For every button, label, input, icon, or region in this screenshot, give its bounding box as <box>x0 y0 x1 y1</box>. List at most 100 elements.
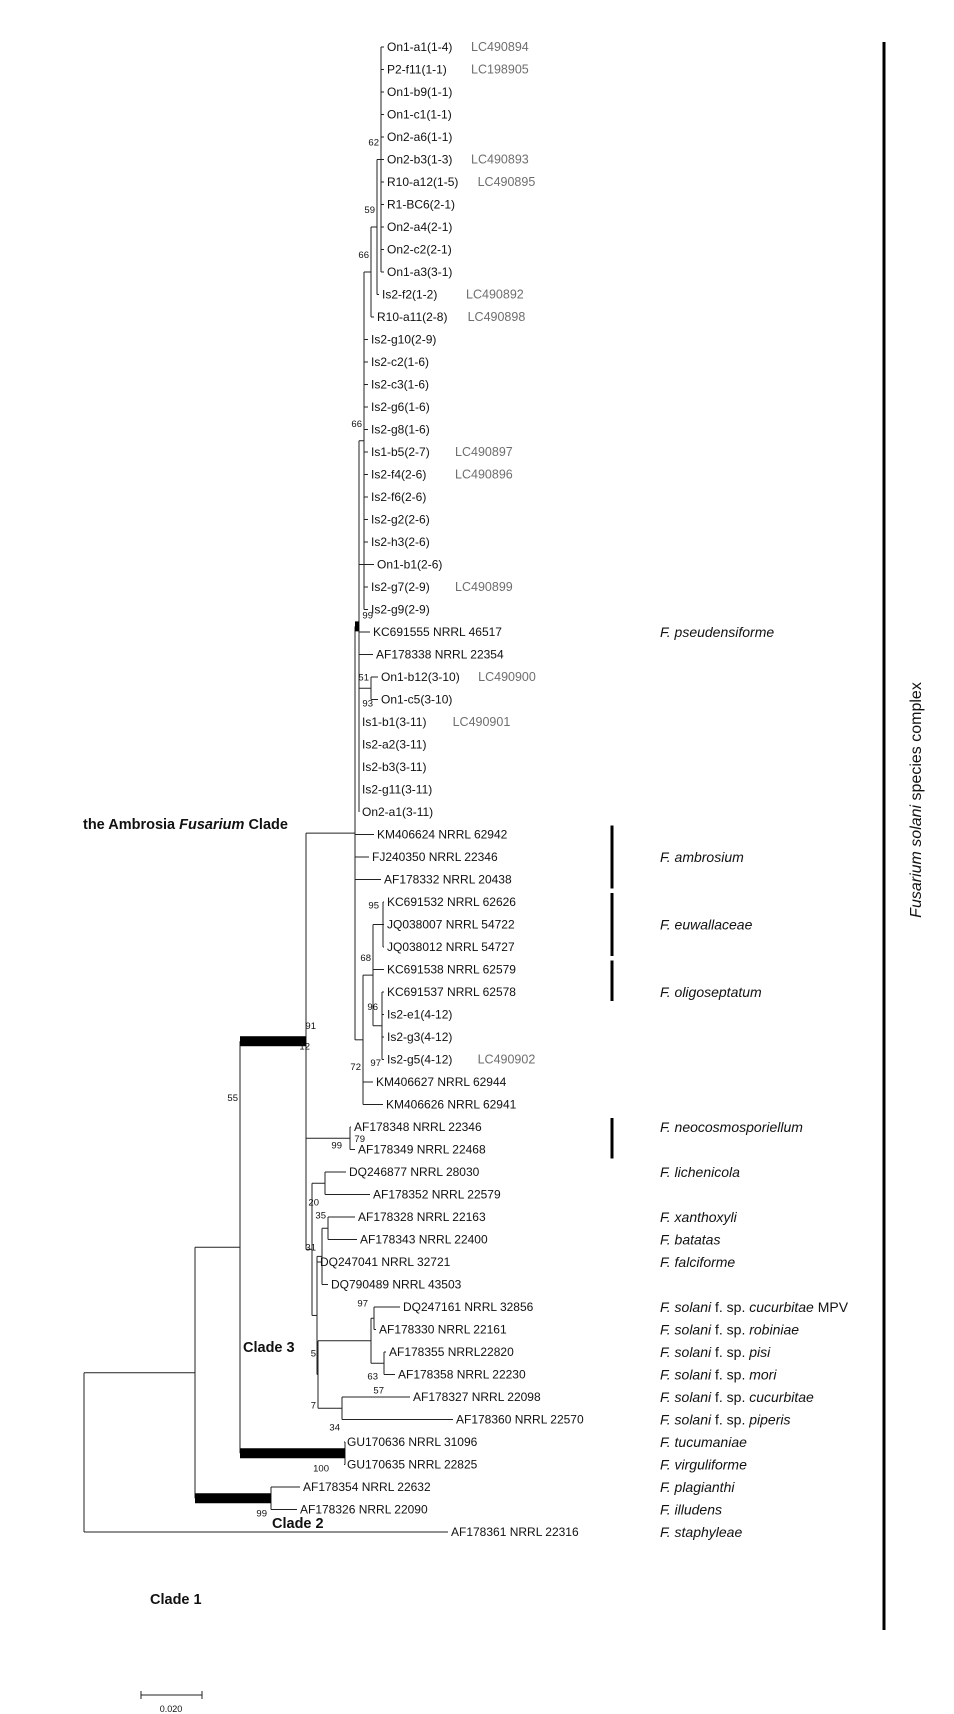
bootstrap-value: 99 <box>331 1140 342 1151</box>
bootstrap-values: 6259666651939995966897727912919920353159… <box>227 138 384 1520</box>
species-name: F. solani f. sp. pisi <box>660 1344 771 1360</box>
clade-branch <box>240 1448 345 1459</box>
species-note: MPV <box>814 1299 849 1315</box>
tip-label: Is2-e1(4-12) <box>387 1008 452 1022</box>
tip-label: DQ247041 NRRL 32721 <box>320 1255 451 1269</box>
species-name: F. solani f. sp. robiniae <box>660 1322 799 1338</box>
tip-label: Is2-g6(1-6) <box>371 400 430 414</box>
clade-branch <box>240 1036 306 1047</box>
tip-label: On1-a1(1-4) <box>387 40 452 54</box>
species-binomial: F. ambrosium <box>660 849 744 865</box>
tip-label: AF178330 NRRL 22161 <box>379 1323 507 1337</box>
tip-label: AF178361 NRRL 22316 <box>451 1525 579 1539</box>
tip-label: AF178349 NRRL 22468 <box>358 1143 486 1157</box>
species-name: F. solani f. sp. piperis <box>660 1412 790 1428</box>
tip-label: Is1-b1(3-11) <box>362 715 426 729</box>
tip-label: AF178358 NRRL 22230 <box>398 1368 526 1382</box>
species-name: F. tucumaniae <box>660 1434 747 1450</box>
forma-specialis: piperis <box>748 1412 790 1428</box>
tip-label: AF178326 NRRL 22090 <box>300 1503 428 1517</box>
species-binomial: F. neocosmosporiellum <box>660 1119 803 1135</box>
tip-label: AF178360 NRRL 22570 <box>456 1413 584 1427</box>
bootstrap-value: 62 <box>368 138 379 149</box>
tip-label: Is2-g11(3-11) <box>362 783 432 797</box>
species-binomial: F. pseudensiforme <box>660 624 774 640</box>
accession-number: LC490899 <box>455 580 513 594</box>
bootstrap-value: 5 <box>311 1349 316 1360</box>
species-name: F. staphyleae <box>660 1524 742 1540</box>
bootstrap-value: 79 <box>354 1134 365 1145</box>
tip-label: DQ247161 NRRL 32856 <box>403 1300 534 1314</box>
tip-label: AF178355 NRRL22820 <box>389 1345 514 1359</box>
tip-label: Is2-g3(4-12) <box>387 1030 452 1044</box>
tip-label: KC691537 NRRL 62578 <box>387 985 516 999</box>
tip-label: Is1-b5(2-7) <box>371 445 430 459</box>
tip-label: On2-b3(1-3) <box>387 153 452 167</box>
tip-label: KM406626 NRRL 62941 <box>386 1098 517 1112</box>
tip-label: P2-f11(1-1) <box>387 63 447 77</box>
bootstrap-value: 99 <box>362 610 373 621</box>
species-binomial: F. solani <box>660 1322 712 1338</box>
tip-label: GU170636 NRRL 31096 <box>347 1435 478 1449</box>
tip-label: GU170635 NRRL 22825 <box>347 1458 478 1472</box>
species-name: F. lichenicola <box>660 1164 740 1180</box>
bootstrap-value: 51 <box>358 672 369 683</box>
forma-specialis: mori <box>749 1367 777 1383</box>
forma-specialis: cucurbitae <box>749 1389 814 1405</box>
tip-label: DQ246877 NRRL 28030 <box>349 1165 480 1179</box>
tip-label: On1-b1(2-6) <box>377 558 442 572</box>
species-name: F. pseudensiforme <box>660 624 774 640</box>
species-binomial: F. lichenicola <box>660 1164 740 1180</box>
tip-label: On2-a6(1-1) <box>387 130 452 144</box>
clade-branch <box>195 1493 271 1504</box>
tip-label: On2-c2(2-1) <box>387 243 452 257</box>
bootstrap-value: 66 <box>351 419 362 430</box>
tip-label: Is2-b3(3-11) <box>362 760 426 774</box>
accession-number: LC490895 <box>478 175 536 189</box>
species-name: F. oligoseptatum <box>660 984 762 1000</box>
accession-number: LC490897 <box>455 445 513 459</box>
tip-label: Is2-f6(2-6) <box>371 490 426 504</box>
species-binomial: F. solani <box>660 1412 712 1428</box>
bootstrap-value: 57 <box>373 1385 384 1396</box>
species-name: F. solani f. sp. cucurbitae MPV <box>660 1299 849 1315</box>
clade-branch <box>355 621 359 632</box>
bootstrap-value: 72 <box>350 1062 361 1073</box>
species-binomial: F. solani <box>660 1389 712 1405</box>
bootstrap-value: 12 <box>299 1041 310 1052</box>
bootstrap-value: 100 <box>313 1463 329 1474</box>
tip-label: Is2-g5(4-12) <box>387 1053 452 1067</box>
species-complex-label: Fusarium solani species complex <box>908 682 925 918</box>
tip-label: Is2-g10(2-9) <box>371 333 436 347</box>
bootstrap-value: 68 <box>360 953 371 964</box>
species-binomial: F. xanthoxyli <box>660 1209 738 1225</box>
species-name: F. illudens <box>660 1502 722 1518</box>
tip-label: AF178338 NRRL 22354 <box>376 648 504 662</box>
species-form: f. sp. <box>711 1412 749 1428</box>
tip-label: JQ038012 NRRL 54727 <box>387 940 515 954</box>
species-binomial: F. tucumaniae <box>660 1434 747 1450</box>
forma-specialis: robiniae <box>749 1322 799 1338</box>
bootstrap-value: 34 <box>329 1422 340 1433</box>
accession-number: LC490898 <box>468 310 526 324</box>
species-name: F. plagianthi <box>660 1479 735 1495</box>
clade-3-label: Clade 3 <box>243 1340 295 1356</box>
bootstrap-value: 96 <box>367 1002 378 1013</box>
species-binomial: F. falciforme <box>660 1254 735 1270</box>
tip-label: Is2-h3(2-6) <box>371 535 430 549</box>
tip-label: AF178348 NRRL 22346 <box>354 1120 482 1134</box>
species-name: F. batatas <box>660 1232 720 1248</box>
tip-label: On1-c1(1-1) <box>387 108 452 122</box>
bootstrap-value: 31 <box>305 1242 316 1253</box>
tip-label: Is2-c2(1-6) <box>371 355 429 369</box>
tip-label: AF178332 NRRL 20438 <box>384 873 512 887</box>
species-binomial: F. plagianthi <box>660 1479 735 1495</box>
accession-number: LC490896 <box>455 468 513 482</box>
species-form: f. sp. <box>711 1299 749 1315</box>
tip-label: AF178352 NRRL 22579 <box>373 1188 501 1202</box>
bootstrap-value: 63 <box>367 1371 378 1382</box>
tip-label: DQ790489 NRRL 43503 <box>331 1278 462 1292</box>
bootstrap-value: 95 <box>368 901 379 912</box>
